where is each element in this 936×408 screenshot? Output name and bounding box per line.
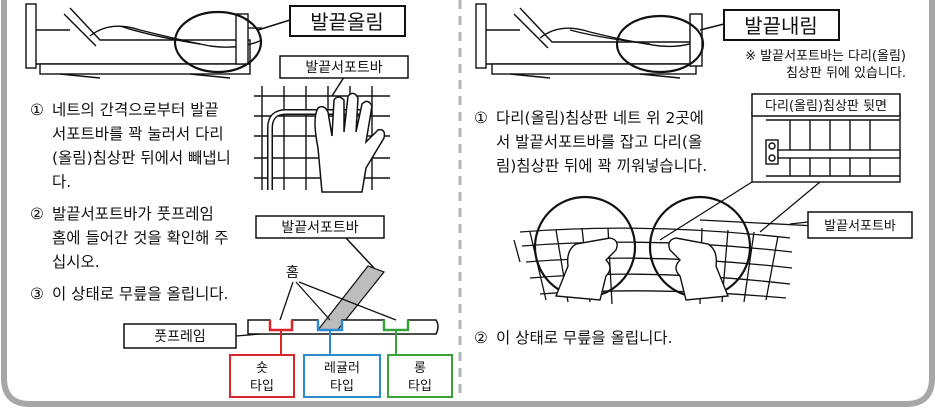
step-line: 이 상태로 무릎을 올립니다.	[496, 329, 673, 347]
right-feet-highlight	[615, 14, 705, 74]
step-line: 발끝서포트바가 풋프레임	[52, 205, 214, 223]
note-line: ※ 발끝서포트바는 다리(올림)	[745, 49, 906, 64]
left-support-box-2	[255, 215, 385, 239]
left-title: 발끝올림	[310, 10, 384, 34]
step-number: ②	[474, 329, 488, 347]
right-support-box	[807, 211, 913, 239]
left-title-leader	[257, 19, 291, 31]
inset-connector-lines	[659, 181, 821, 241]
back-label: 다리(올림)침상판 뒷면	[765, 99, 887, 114]
foot-frame-label: 풋프레임	[154, 329, 206, 345]
step-line: 이 상태로 무릎을 올립니다.	[52, 285, 229, 303]
step-line: 십시오.	[52, 253, 100, 271]
left-hand	[314, 92, 386, 193]
groove-pointers	[279, 281, 397, 321]
step-line: 서포트바를 꽉 눌러서 다리	[52, 125, 224, 143]
right-right-hand	[668, 237, 729, 301]
left-step-3: ③ 이 상태로 무릎을 올립니다.	[30, 282, 260, 306]
groove-long	[382, 320, 410, 332]
right-left-hand	[555, 237, 618, 301]
step-number: ①	[474, 109, 488, 127]
short-type-box	[229, 354, 295, 398]
left-support-label: 발끝서포트바	[305, 60, 382, 76]
left-feet-highlight	[173, 10, 263, 74]
note-line: 침상판 뒤에 있습니다.	[785, 66, 906, 81]
regular-type-line1: 레귤러	[324, 361, 360, 376]
step-line: (올림)침상판 뒤에서 빼냅니	[52, 149, 231, 167]
short-type-line1: 숏	[256, 361, 268, 376]
right-step-2: ② 이 상태로 무릎을 올립니다.	[474, 326, 744, 350]
left-title-box	[289, 5, 406, 37]
right-title: 발끝내림	[744, 14, 818, 38]
short-type-line2: 타입	[250, 379, 274, 394]
right-support-leader	[789, 221, 809, 225]
right-title-box	[723, 9, 840, 41]
foot-frame-leader	[235, 333, 261, 337]
back-label-box	[751, 93, 901, 117]
step-line: 네트의 간격으로부터 발끝	[52, 101, 219, 119]
groove-label: 홈	[286, 265, 299, 281]
right-step-1: ① 다리(올림)침상판 네트 위 2곳에 서 발끝서포트바를 잡고 다리(올 림)…	[474, 106, 744, 178]
foot-frame-box	[123, 323, 237, 349]
right-bed-illustration	[475, 3, 703, 79]
left-support-box	[279, 55, 409, 79]
step-number: ①	[30, 101, 44, 119]
back-side-inset	[751, 111, 901, 183]
left-bed-illustration	[25, 3, 263, 79]
regular-type-box	[303, 354, 381, 398]
step-line: 서 발끝서포트바를 잡고 다리(올	[496, 133, 703, 151]
long-type-line1: 롱	[414, 361, 426, 376]
right-note: ※ 발끝서포트바는 다리(올림) 침상판 뒤에 있습니다.	[700, 48, 906, 82]
step-number: ②	[30, 205, 44, 223]
step-number: ③	[30, 285, 44, 303]
left-step-2: ② 발끝서포트바가 풋프레임 홈에 들어간 것을 확인해 주 십시오.	[30, 202, 260, 274]
long-type-line2: 타입	[408, 379, 432, 394]
right-title-leader	[699, 23, 725, 31]
groove-short	[268, 320, 294, 332]
left-support-leader	[345, 237, 375, 269]
step-line: 다리(올림)침상판 네트 위 2곳에	[496, 109, 704, 127]
right-support-label: 발끝서포트바	[824, 219, 896, 234]
step-line: 홈에 들어간 것을 확인해 주	[52, 229, 229, 247]
step-line: 다.	[52, 173, 72, 191]
long-type-box	[387, 354, 453, 398]
left-step-1: ① 네트의 간격으로부터 발끝 서포트바를 꽉 눌러서 다리 (올림)침상판 뒤에…	[30, 98, 260, 194]
step-line: 림)침상판 뒤에 꽉 끼워넣습니다.	[496, 157, 708, 175]
left-support-label-2: 발끝서포트바	[281, 220, 358, 236]
regular-type-line2: 타입	[330, 379, 354, 394]
